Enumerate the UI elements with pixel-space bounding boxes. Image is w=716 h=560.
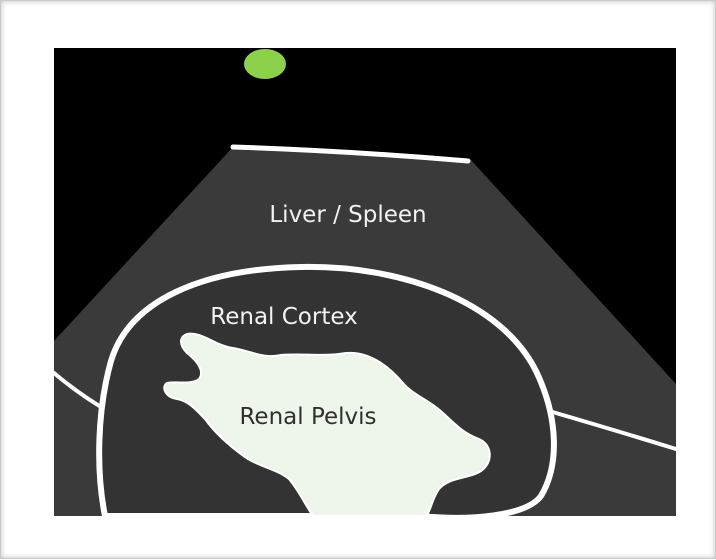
label-renal-pelvis: Renal Pelvis [239,404,376,430]
label-renal-cortex: Renal Cortex [210,304,357,330]
orientation-marker [244,49,286,79]
label-liver-spleen: Liver / Spleen [269,202,426,228]
